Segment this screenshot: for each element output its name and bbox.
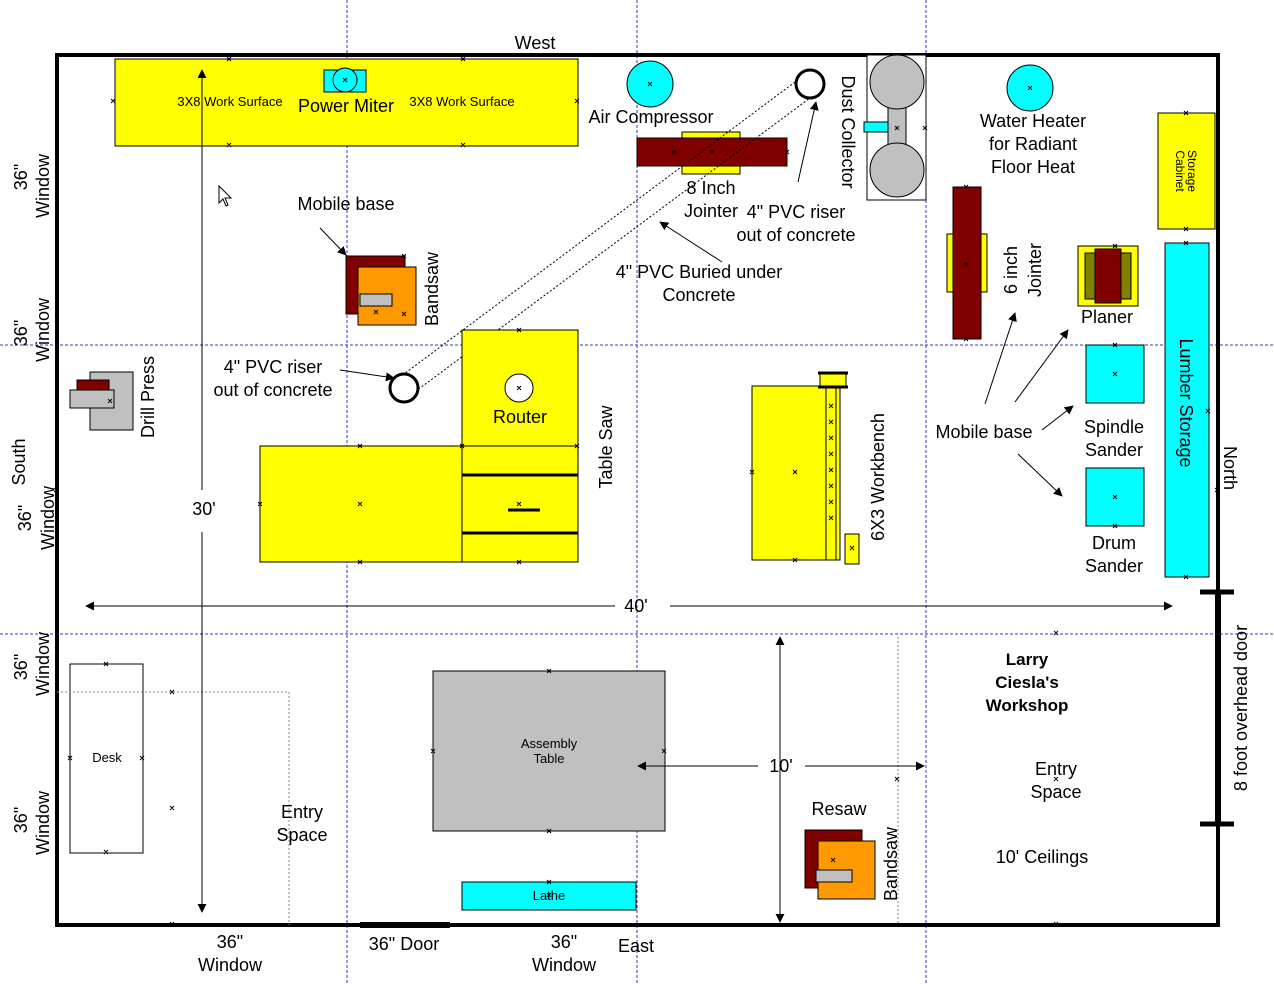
mobile-base-right-label: Mobile base [935,422,1032,442]
planer-label: Planer [1081,307,1133,327]
spindle-sander [1085,344,1145,404]
entry-space-left-line-1: Entry [281,802,323,822]
drill-press-label: Drill Press [138,356,158,438]
table-saw [259,329,579,563]
desk-label: Desk [92,750,122,765]
compass-west: West [515,33,556,53]
mouse-cursor-icon [218,184,233,207]
pvc-buried-label-2: Concrete [662,285,735,305]
entry-space-outline [57,691,290,925]
door-label: 36" Door [369,934,439,954]
bandsaw-resaw-label: Bandsaw [881,826,901,901]
window-size-label: 36" [217,932,243,952]
window-size-label: 36" [11,164,31,190]
work-surface-right-label: 3X8 Work Surface [409,94,514,109]
title-line-1: Larry [1006,650,1049,669]
pvc-riser-left [388,372,420,404]
spindle-sander-label-1: Spindle [1084,417,1144,437]
window-size-label: 36" [15,505,35,531]
window-label: Window [38,485,58,550]
water-heater-label-3: Floor Heat [991,157,1075,177]
lumber-storage-label: Lumber Storage [1176,338,1196,467]
entry-space-left-line-2: Space [276,825,327,845]
workbench [751,371,860,565]
jointer-6-label-2: Jointer [1025,243,1045,297]
drum-sander-label-1: Drum [1092,533,1136,553]
dimension-10-label: 10' [769,756,792,776]
lathe [461,881,637,911]
window-label: Window [198,955,263,975]
dust-collector-label: Dust Collector [838,75,858,188]
overhead-door [1200,589,1234,827]
water-heater-label-2: for Radiant [989,134,1077,154]
pvc-buried-label-1: 4" PVC Buried under [616,262,782,282]
dimension-40-label: 40' [624,596,647,616]
pvc-riser-top-label-2: out of concrete [736,225,855,245]
resaw-label: Resaw [811,799,867,819]
dust-collector [863,54,927,201]
compass-south: South [9,438,29,485]
jointer-8-label-2: Jointer [684,201,738,221]
window-label: Window [33,790,53,855]
compass-east: East [618,936,654,956]
work-surface-left-label: 3X8 Work Surface [177,94,282,109]
assembly-table [432,670,666,832]
water-heater-label-1: Water Heater [980,111,1086,131]
storage-cabinet-label-2: Cabinet [1173,150,1187,192]
storage-cabinet-label-1: Storage [1185,150,1199,192]
table-saw-label: Table Saw [596,404,616,488]
power-miter-label: Power Miter [298,96,394,116]
building-wall [55,53,1220,927]
window-label: Window [33,631,53,696]
drill-press [69,371,134,431]
ceilings-note: 10' Ceilings [996,847,1089,867]
lathe-label: Lathe [533,888,566,903]
entry-space-right-line-1: Entry [1035,759,1077,779]
window-size-label: 36" [11,807,31,833]
drum-sander-label-2: Sander [1085,556,1143,576]
window-size-label: 36" [11,320,31,346]
air-compressor-label: Air Compressor [588,107,713,127]
workbench-label: 6X3 Workbench [868,413,888,541]
window-label: Window [33,153,53,218]
bandsaw-upper [345,255,417,326]
mobile-base-upper-label: Mobile base [297,194,394,214]
pvc-riser-left-label-2: out of concrete [213,380,332,400]
spindle-sander-label-2: Sander [1085,440,1143,460]
dimension-30-label: 30' [192,499,215,519]
lumber-storage [1164,242,1210,578]
pvc-riser-left-label-1: 4" PVC riser [224,357,322,377]
router-label: Router [493,407,547,427]
assembly-table-label-1: Assembly [521,736,578,751]
planer [1077,245,1139,307]
pvc-riser-top-label-1: 4" PVC riser [747,202,845,222]
window-size-label: 36" [551,932,577,952]
leader-arrows [319,101,1074,497]
jointer-6-label-1: 6 inch [1001,246,1021,294]
title-line-3: Workshop [986,696,1069,715]
reference-markers [53,56,1220,927]
title-line-2: Ciesla's [995,673,1059,692]
bandsaw-upper-label: Bandsaw [422,251,442,326]
compass-north: North [1220,446,1240,490]
jointer-8-label-1: 8 Inch [686,178,735,198]
window-label: Window [33,297,53,362]
pvc-riser-top [794,68,826,100]
bandsaw-resaw [804,829,876,900]
entry-space-right-line-2: Space [1030,782,1081,802]
assembly-table-label-2: Table [533,751,564,766]
overhead-door-label: 8 foot overhead door [1231,625,1251,791]
window-label: Window [532,955,597,975]
window-size-label: 36" [11,654,31,680]
